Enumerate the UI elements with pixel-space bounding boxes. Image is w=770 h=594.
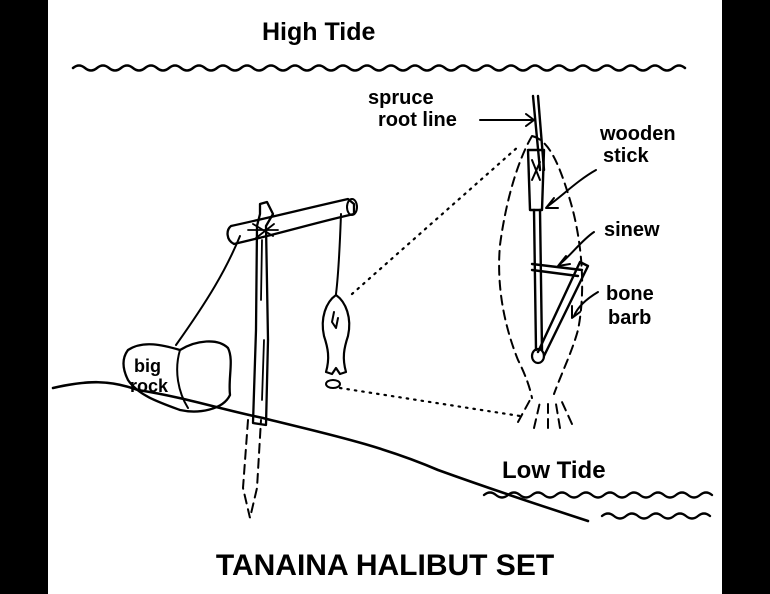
barb-label-2: barb xyxy=(608,307,651,329)
low-tide-waterline xyxy=(482,491,714,499)
high-tide-waterline xyxy=(71,64,687,72)
crossbar xyxy=(226,197,356,246)
sinew-label: sinew xyxy=(604,219,660,241)
large-halibut-tail xyxy=(517,399,573,429)
spruce-label-2: root line xyxy=(378,109,457,131)
spruce-root-line xyxy=(531,94,546,172)
sinew-lashing xyxy=(530,262,584,278)
crossbar-lashing xyxy=(247,223,279,239)
bone-barb xyxy=(536,260,590,358)
barb-pointer xyxy=(571,291,599,319)
rock-line xyxy=(175,235,241,346)
stick-label-2: stick xyxy=(603,145,649,167)
buried-post xyxy=(241,419,262,519)
big-rock-label-2: rock xyxy=(130,376,169,396)
spruce-label-1: spruce xyxy=(368,87,434,109)
high-tide-label: High Tide xyxy=(262,18,376,46)
low-tide-waterline-2 xyxy=(600,512,712,520)
halibut-set-diagram: High Tide Low Tide big rock xyxy=(51,18,714,582)
small-halibut-tail-hook xyxy=(325,379,341,389)
small-halibut xyxy=(321,293,351,376)
crossbar-end xyxy=(346,198,358,216)
zoom-line-top xyxy=(350,144,521,296)
upright-post xyxy=(251,200,275,427)
post-grain xyxy=(260,239,265,401)
small-halibut-hook xyxy=(331,311,339,329)
fish-line xyxy=(335,213,342,295)
diagram-title: TANAINA HALIBUT SET xyxy=(216,549,554,582)
sinew-pointer xyxy=(557,231,595,267)
stick-pointer xyxy=(545,169,597,209)
stick-label-1: wooden xyxy=(599,123,676,145)
spruce-pointer xyxy=(479,113,535,127)
large-halibut-outline xyxy=(498,135,584,399)
wooden-stick xyxy=(526,148,546,212)
zoom-line-bottom xyxy=(338,386,522,418)
low-tide-label: Low Tide xyxy=(502,457,606,484)
stick-knot xyxy=(531,159,541,181)
diagram-panel: High Tide Low Tide big rock xyxy=(48,0,722,594)
barb-label-1: bone xyxy=(606,283,654,305)
beach-slope xyxy=(51,380,590,523)
big-rock-label-1: big xyxy=(134,356,161,376)
rock-ridge xyxy=(176,349,189,409)
hook-shank xyxy=(532,208,544,352)
